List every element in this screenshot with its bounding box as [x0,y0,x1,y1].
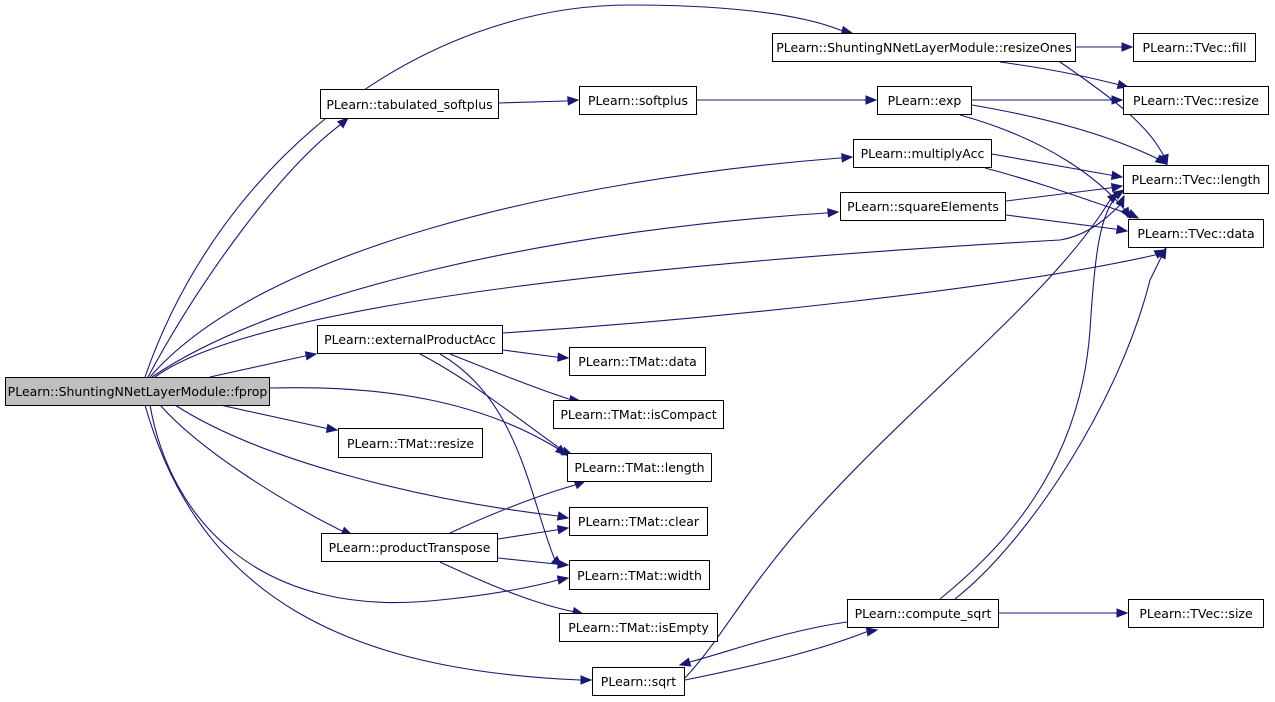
arrowhead-compute-sqrt-sqrt [678,657,692,667]
edge-sqrt-compute-sqrt [684,627,879,681]
edge-productTranspose-tmat-length [449,480,587,534]
edge-fprop-tabulated-softplus [147,117,350,378]
edge-externalProductAcc-tmat-isCompact [449,353,582,405]
edge-fprop-tmat-resize [219,404,339,433]
edge-compute-sqrt-tvec-data [954,246,1167,600]
node-squareElements[interactable]: PLearn::squareElements [840,192,1006,221]
arrowhead-fprop-tvec-length [1115,194,1125,208]
arrowhead-multiplyAcc-tvec-data [1126,209,1140,219]
arrowhead-fprop-tmat-resize [325,423,339,433]
node-tvec-data[interactable]: PLearn::TVec::data [1128,219,1264,248]
node-tmat-length[interactable]: PLearn::TMat::length [567,453,712,482]
edge-squareElements-tvec-data [1005,214,1129,234]
node-tvec-length[interactable]: PLearn::TVec::length [1123,165,1269,194]
arrowhead-squareElements-tvec-length [1110,183,1124,193]
edge-externalProductAcc-tmat-data [502,349,570,362]
arrowhead-exp-tvec-length [1154,154,1168,165]
edge-fprop-squareElements [151,208,840,378]
arrowhead-multiplyAcc-tvec-length [1110,170,1124,180]
arrowhead-productTranspose-tmat-length [573,480,587,490]
arrowhead-fprop-sqrt [580,675,593,685]
node-softplus[interactable]: PLearn::softplus [579,86,697,115]
node-productTranspose[interactable]: PLearn::productTranspose [321,533,498,562]
edge-sqrt-tvec-length [684,192,1120,679]
edge-fprop-tvec-length [154,194,1125,378]
arrowhead-externalProductAcc-tmat-data [557,352,570,362]
edge-squareElements-tvec-length [1005,183,1124,202]
arrowhead-fprop-squareElements [827,208,840,218]
edge-resizeOnes-tvec-length [1059,61,1169,167]
arrowhead-compute-sqrt-tvec-data [1157,246,1167,260]
node-multiplyAcc[interactable]: PLearn::multiplyAcc [853,139,992,168]
edge-fprop-productTranspose [159,404,354,536]
edge-resizeOnes-tvec-resize [999,61,1130,90]
edge-fprop-externalProductAcc [209,351,318,378]
arrowhead-sqrt-compute-sqrt [865,627,879,637]
arrowhead-sqrt-tvec-length [1106,192,1120,204]
node-tmat-data[interactable]: PLearn::TMat::data [569,347,706,376]
edge-exp-tvec-length [971,104,1168,165]
edge-compute-sqrt-tvec-length [939,189,1126,600]
arrowhead-fprop-tmat-clear [556,511,570,521]
node-tmat-isCompact[interactable]: PLearn::TMat::isCompact [553,400,724,429]
edge-tabulated-softplus-softplus [498,96,580,106]
node-tvec-fill[interactable]: PLearn::TVec::fill [1133,33,1256,62]
arrowhead-fprop-tmat-width [556,575,570,585]
node-tmat-isEmpty[interactable]: PLearn::TMat::isEmpty [559,613,718,642]
node-exp[interactable]: PLearn::exp [877,86,972,115]
node-tabulated-softplus[interactable]: PLearn::tabulated_softplus [320,89,499,119]
arrowhead-productTranspose-tmat-clear [556,525,570,535]
arrowhead-fprop-externalProductAcc [304,351,318,361]
edge-fprop-tmat-width [149,404,570,604]
node-fprop[interactable]: PLearn::ShuntingNNetLayerModule::fprop [5,377,270,406]
arrowhead-softplus-exp [865,95,878,105]
edge-multiplyAcc-tvec-length [991,153,1124,180]
arrowhead-exp-tvec-resize [1111,95,1124,105]
node-tmat-resize[interactable]: PLearn::TMat::resize [338,428,483,458]
edge-exp-tvec-resize [972,95,1124,105]
edge-fprop-multiplyAcc [149,153,854,378]
node-sqrt[interactable]: PLearn::sqrt [592,667,685,696]
edge-compute-sqrt-sqrt [678,621,848,667]
arrowhead-resizeOnes-tvec-fill [1121,42,1134,52]
arrowhead-fprop-multiplyAcc [841,153,854,163]
edge-resizeOnes-tvec-fill [1076,42,1134,52]
arrowhead-productTranspose-tmat-width [557,559,570,569]
edge-productTranspose-tmat-width [497,557,570,569]
node-tmat-clear[interactable]: PLearn::TMat::clear [569,507,708,536]
arrowhead-squareElements-tvec-data [1115,224,1129,234]
edge-multiplyAcc-tvec-data [984,167,1140,219]
node-resizeOnes[interactable]: PLearn::ShuntingNNetLayerModule::resizeO… [772,33,1076,62]
node-compute-sqrt[interactable]: PLearn::compute_sqrt [847,599,999,628]
edge-fprop-tmat-clear [174,404,570,521]
node-externalProductAcc[interactable]: PLearn::externalProductAcc [317,325,503,354]
edge-fprop-resizeOnes [144,4,854,378]
node-tmat-width[interactable]: PLearn::TMat::width [569,560,710,590]
node-tvec-size[interactable]: PLearn::TVec::size [1128,599,1264,628]
edge-compute-sqrt-tvec-size [999,608,1129,618]
arrowhead-fprop-tabulated-softplus [336,117,350,129]
arrowhead-compute-sqrt-tvec-size [1116,608,1129,618]
node-tvec-resize[interactable]: PLearn::TVec::resize [1123,86,1269,115]
edge-softplus-exp [697,95,878,105]
edge-externalProductAcc-tvec-data [502,249,1167,334]
edge-productTranspose-tmat-clear [497,525,570,540]
arrowhead-tabulated-softplus-softplus [567,96,580,106]
edge-productTranspose-tmat-isEmpty [439,561,585,617]
edge-fprop-sqrt [144,404,593,685]
